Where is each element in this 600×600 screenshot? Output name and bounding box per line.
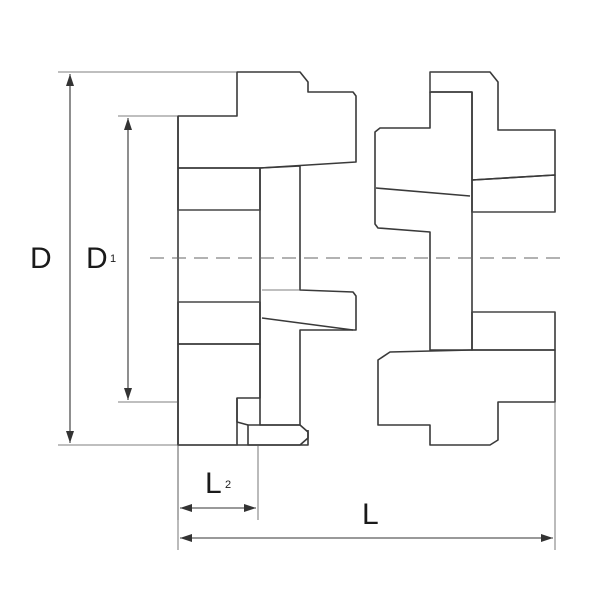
- right-hub-lower-body: [377, 349, 556, 446]
- left-hub-upper-sleeve: [177, 167, 261, 211]
- dimension-l2: L 2: [177, 445, 259, 520]
- dimension-d1: D 1: [86, 115, 178, 403]
- right-hub-upper-sleeve: [471, 174, 556, 213]
- left-hub-lower-sleeve: [177, 301, 261, 345]
- dimension-l2-subscript: 2: [225, 479, 231, 491]
- left-hub-bottom-lip: [247, 424, 309, 446]
- dimension-d1-subscript: 1: [110, 253, 116, 265]
- right-hub-lower-sleeve: [471, 311, 556, 351]
- right-hub-claw: [374, 91, 473, 351]
- dimension-d-label: D: [30, 242, 52, 275]
- left-hub-upper-body: [177, 71, 357, 169]
- dimension-d: D: [30, 71, 237, 446]
- dimension-l-label: L: [362, 498, 379, 531]
- dimension-d1-label: D: [86, 242, 108, 275]
- dimension-l: L: [177, 402, 556, 550]
- right-hub-upper-body: [429, 71, 556, 181]
- left-hub: [177, 71, 357, 446]
- left-hub-claw: [259, 165, 357, 426]
- dimension-l2-label: L: [205, 467, 222, 500]
- right-hub: [374, 71, 556, 446]
